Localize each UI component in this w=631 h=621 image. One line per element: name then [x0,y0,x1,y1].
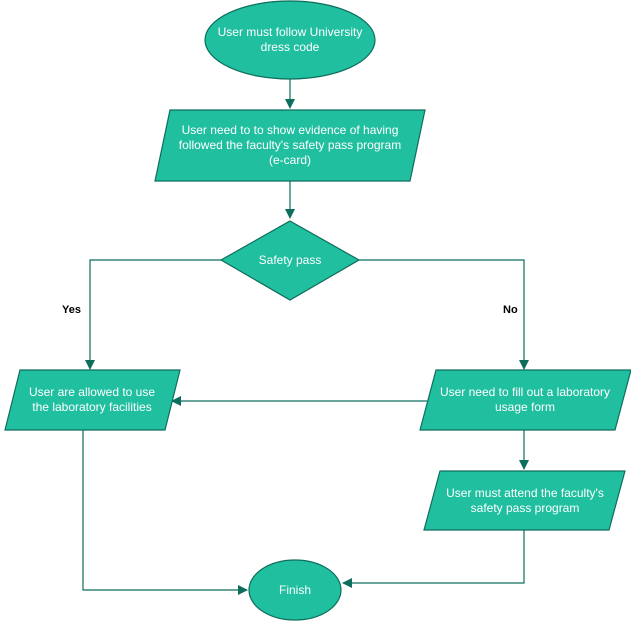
edge-allowed-to-finish [82,430,248,595]
edges [82,79,529,595]
decision-node-shape [219,220,361,301]
evidence-node-shape [154,109,426,182]
nodes [4,0,631,621]
attend-node-shape [423,470,626,531]
edge-attend-to-finish [342,530,525,588]
edge-label-yes: Yes [62,304,81,316]
start-node-shape [204,0,376,80]
edge-label-no: No [503,304,518,316]
allowed-node-shape [4,369,181,431]
finish-node-shape [248,559,342,621]
edge-safety-pass-no [359,259,529,370]
edge-safety-pass-yes [85,259,221,370]
fill-form-node-shape [419,369,631,431]
